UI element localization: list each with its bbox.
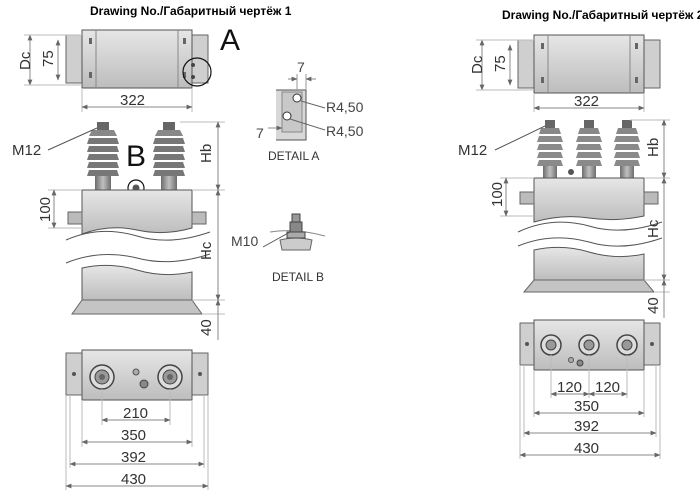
dim-hc-1: Hc	[198, 241, 215, 260]
dim-100-1: 100	[37, 197, 54, 222]
dim-120-left: 120	[557, 379, 582, 396]
drawing1-front-view	[65, 122, 211, 315]
insulator-2-left	[537, 120, 563, 178]
dim-210: 210	[123, 405, 148, 422]
drawing1-bottom-view	[65, 349, 209, 401]
label-m12-2: M12	[458, 142, 487, 159]
drawing2-title: Drawing No./Габаритный чертёж 2	[502, 8, 700, 22]
detail-a-label: DETAIL A	[268, 149, 319, 163]
detail-a-radius-2: R4,50	[326, 123, 364, 139]
dim-hc-2: Hc	[645, 219, 662, 238]
label-m12-1: M12	[12, 142, 41, 159]
insulator-2-right	[614, 120, 640, 178]
detail-a-marker-circle	[182, 57, 212, 87]
dim-hb-1: Hb	[198, 144, 215, 163]
detail-a-dim-7-top: 7	[297, 59, 305, 75]
dim-350-1: 350	[121, 427, 146, 444]
dim-hb-2: Hb	[645, 138, 662, 157]
dim-75-1: 75	[40, 50, 57, 67]
drawing2-front-view	[517, 120, 663, 293]
drawing1-title: Drawing No./Габаритный чертёж 1	[90, 4, 292, 18]
dim-40-2: 40	[645, 297, 662, 314]
detail-a-radius-1: R4,50	[326, 99, 364, 115]
dim-120-right: 120	[595, 379, 620, 396]
dim-100-2: 100	[489, 182, 506, 207]
detail-b-label: DETAIL B	[272, 270, 324, 284]
drawing1-top-view	[65, 29, 212, 89]
dim-350-2: 350	[574, 398, 599, 415]
insulator-2-middle	[576, 120, 602, 178]
letter-b: B	[126, 140, 146, 173]
detail-b	[269, 213, 326, 251]
insulator-right	[153, 122, 185, 190]
dim-430-1: 430	[121, 471, 146, 488]
letter-a: A	[220, 24, 240, 57]
detail-a-dim-7-left: 7	[256, 125, 264, 141]
insulator-left	[87, 122, 119, 190]
detail-b-m10: M10	[231, 233, 258, 249]
dim-392-1: 392	[121, 449, 146, 466]
drawing2-bottom-view	[519, 319, 661, 371]
dim-dc-2: Dc	[469, 55, 486, 74]
dim-392-2: 392	[574, 418, 599, 435]
dim-322-2: 322	[574, 93, 599, 110]
dim-430-2: 430	[574, 440, 599, 457]
detail-a	[268, 74, 326, 141]
dim-75-2: 75	[492, 55, 509, 72]
dim-dc-1: Dc	[17, 51, 34, 70]
drawing2-top-view	[517, 34, 661, 94]
dim-322-1: 322	[120, 92, 145, 109]
dim-40-1: 40	[198, 319, 215, 336]
